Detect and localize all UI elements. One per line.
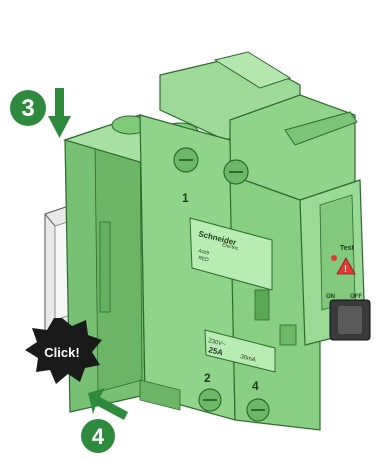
terminal-4-label: 4 [252, 379, 259, 393]
click-callout-text: Click! [44, 345, 79, 360]
switch-off-label: OFF [350, 294, 362, 300]
test-label: Test [340, 245, 355, 252]
switch-on-label: ON [326, 294, 335, 300]
step-3-number: 3 [21, 95, 34, 122]
test-button[interactable] [331, 255, 337, 261]
svg-text:!: ! [344, 264, 347, 274]
step-4-number: 4 [92, 424, 105, 449]
down-arrow-icon [48, 88, 71, 138]
terminal-1-label: 1 [182, 191, 189, 205]
terminal-2-label: 2 [204, 371, 211, 385]
